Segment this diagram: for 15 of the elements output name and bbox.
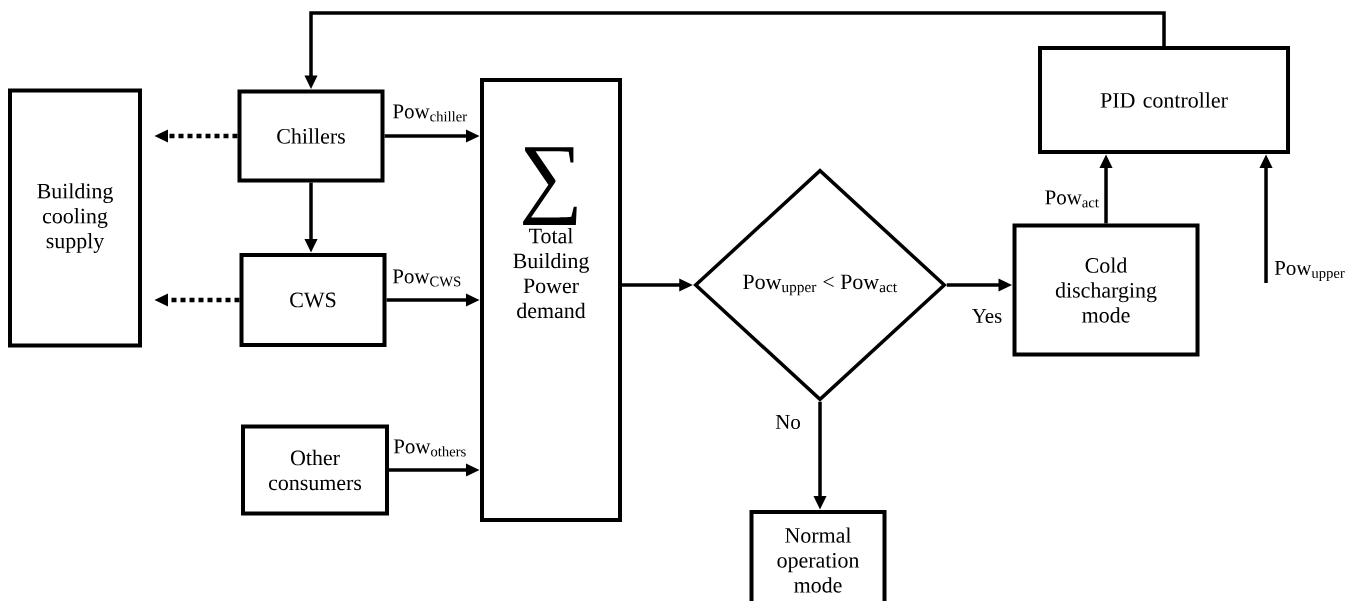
edge-label: Pow$_{act}$ [1045,190,1099,208]
process-box: Building cooling supply [8,88,142,348]
edge-label: Pow$_{upper}$ [1274,261,1345,281]
process-box: Chillers [237,89,385,183]
edge-label: Pow$_{chiller}$ [393,104,467,122]
summation-box: ∑ Total Building Power demand [480,78,622,522]
process-box: PID controller [1038,46,1290,154]
edge-label: Pow$_{others}$ [393,439,466,457]
edge-label: No [775,415,800,429]
process-box: Cold discharging mode [1012,223,1200,357]
process-box: Normal operation mode [749,510,887,601]
process-box: CWS [239,253,387,347]
edge-label: Yes [972,309,1002,323]
process-box: Other consumers [241,424,389,516]
edge-label: Pow$_{CWS}$ [392,269,461,287]
